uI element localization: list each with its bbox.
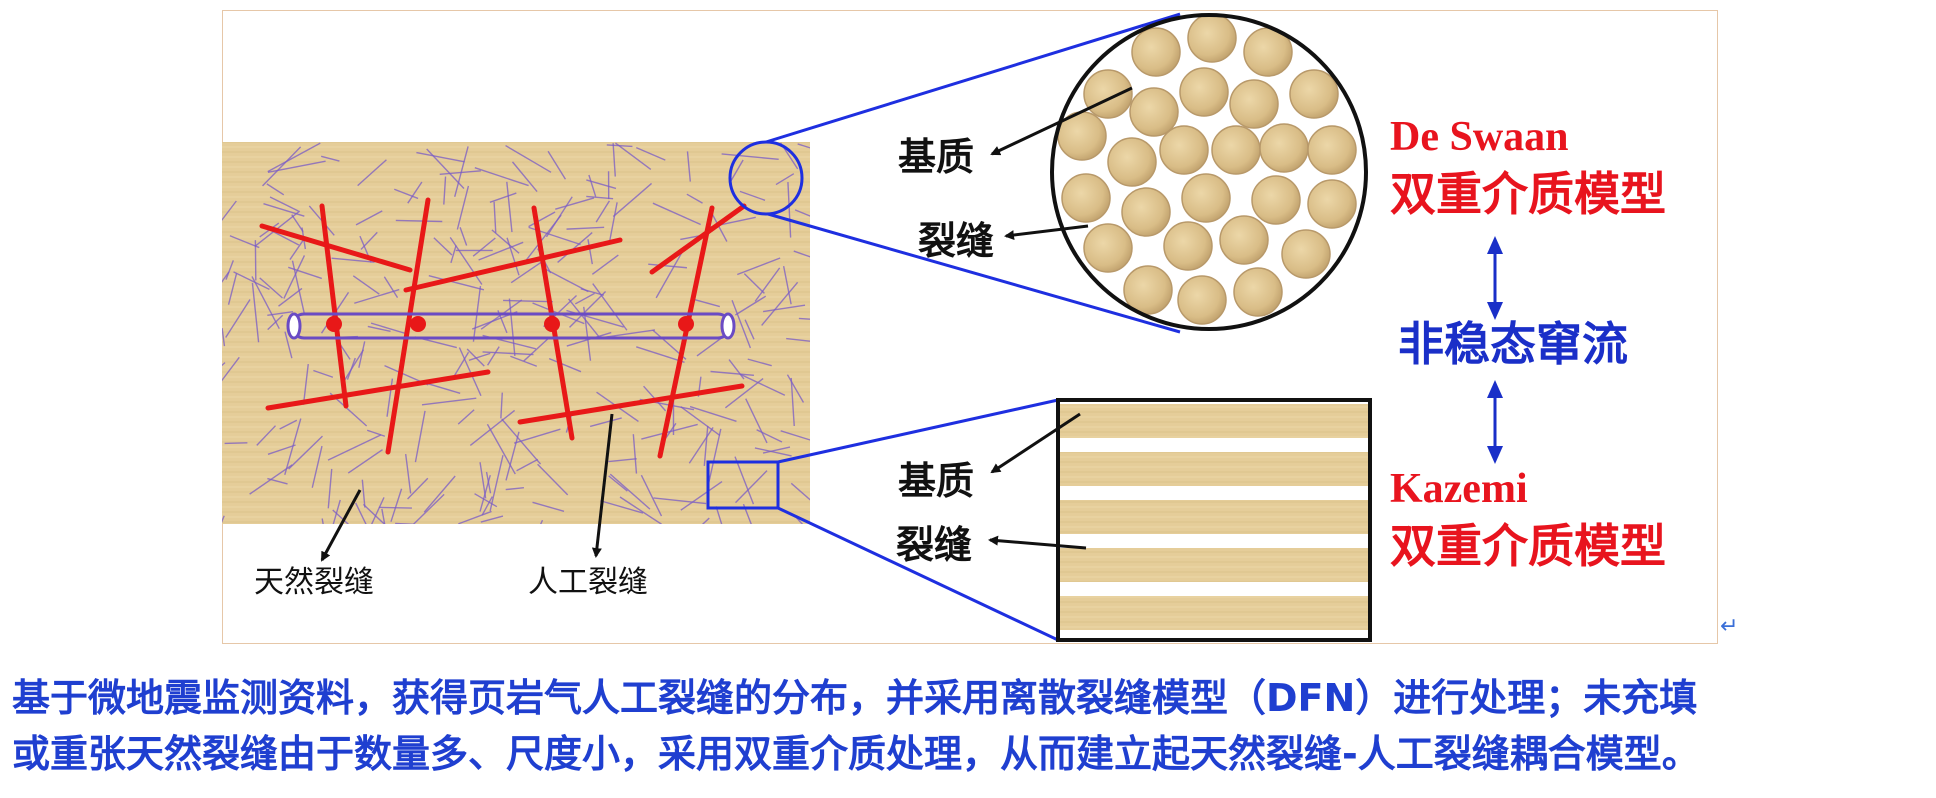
hydraulic-fracture-lines: [259, 197, 747, 459]
label-fracture-bottom: 裂缝: [896, 523, 972, 567]
label-matrix-bottom: 基质: [898, 459, 974, 503]
return-icon: ↵: [1720, 614, 1739, 639]
caption-line-1: 基于微地震监测资料，获得页岩气人工裂缝的分布，并采用离散裂缝模型（DFN）进行处…: [12, 676, 1698, 720]
coupling-arrows: [1487, 236, 1503, 464]
label-fracture-top: 裂缝: [918, 219, 994, 263]
dual-porosity-figure: 天然裂缝 人工裂缝 基质 裂缝 基质 裂缝 De Swaan 双重介质模型 非稳…: [222, 12, 1666, 642]
pointer-arrows: [320, 86, 1133, 562]
sphere-pack-zoom: [1050, 13, 1368, 331]
horizontal-wellbore: [286, 312, 736, 340]
model-name-de-swaan: De Swaan: [1390, 114, 1569, 160]
model-name-kazemi: Kazemi: [1390, 466, 1528, 512]
slab-layer-zoom: [1056, 398, 1372, 642]
zoom-connector-lines: [765, 12, 1181, 642]
figure-caption: 基于微地震监测资料，获得页岩气人工裂缝的分布，并采用离散裂缝模型（DFN）进行处…: [12, 670, 1936, 782]
label-artificial-fracture: 人工裂缝: [528, 565, 648, 600]
caption-line-2: 或重张天然裂缝由于数量多、尺度小，采用双重介质处理，从而建立起天然裂缝-人工裂缝…: [12, 732, 1700, 776]
label-natural-fracture: 天然裂缝: [254, 565, 374, 600]
perforation-dots: [326, 316, 694, 332]
model-type-bottom: 双重介质模型: [1390, 519, 1666, 573]
model-type-top: 双重介质模型: [1390, 167, 1666, 221]
center-flow-label: 非稳态窜流: [1398, 317, 1628, 371]
natural-fracture-network: [222, 142, 810, 524]
label-matrix-top: 基质: [898, 135, 974, 179]
zoom-marker-square: [706, 460, 780, 510]
